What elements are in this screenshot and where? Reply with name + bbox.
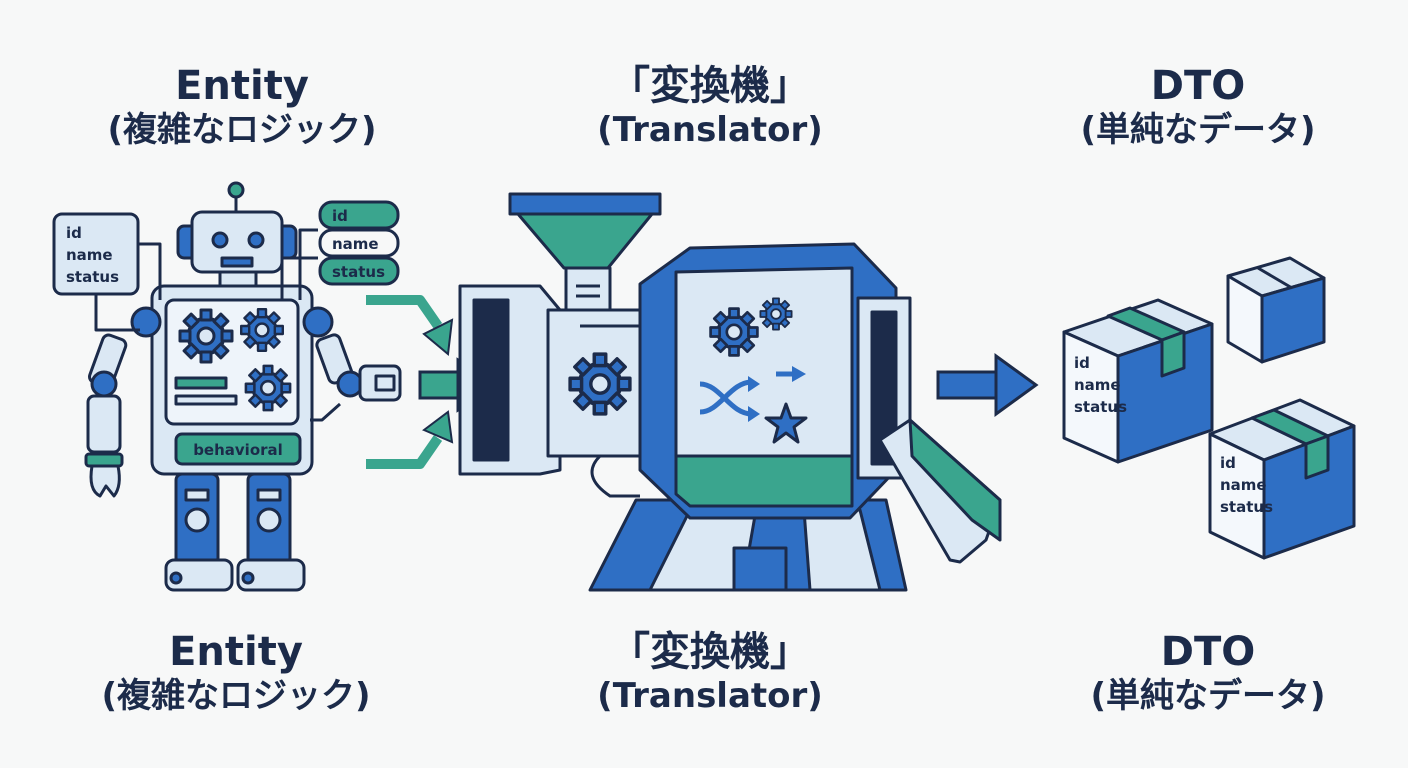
dto-box-1: id name status [1062, 298, 1214, 464]
translator-title-top-line2: (Translator) [597, 110, 823, 150]
entity-title-bottom-line1: Entity [169, 629, 303, 675]
dto-title-bottom-line2: (単純なデータ) [1090, 676, 1326, 716]
entity-card-field-1: name [66, 246, 113, 264]
dto-title-bottom: DTO (単純なデータ) [1028, 628, 1388, 717]
translator-machine-icon [458, 192, 1002, 592]
entity-title-top: Entity (複雑なロジック) [62, 62, 422, 151]
translator-title-top: 「変換機」 (Translator) [530, 62, 890, 151]
dto-title-top-line1: DTO [1150, 63, 1246, 109]
entity-card-field-2: status [66, 268, 119, 286]
entity-card-field-0: id [66, 224, 82, 242]
dto-title-top: DTO (単純なデータ) [1018, 62, 1378, 151]
entity-title-top-line1: Entity [175, 63, 309, 109]
robot-entity-icon [84, 181, 402, 592]
translator-title-top-line1: 「変換機」 [610, 63, 810, 109]
translator-title-bottom: 「変換機」 (Translator) [530, 628, 890, 717]
translator-title-bottom-line2: (Translator) [597, 676, 823, 716]
dto-box-1-field-2: status [1074, 398, 1127, 416]
entity-title-bottom-line2: (複雑なロジック) [101, 676, 371, 716]
dto-title-bottom-line1: DTO [1160, 629, 1256, 675]
entity-field-tags: id name status [318, 200, 400, 286]
dto-box-1-field-0: id [1074, 354, 1090, 372]
dto-box-3-field-0: id [1220, 454, 1236, 472]
dto-box-3: id name status [1208, 398, 1356, 560]
dto-box-1-field-1: name [1074, 376, 1121, 394]
entity-tag-field-0: id [332, 207, 348, 225]
dto-box-2 [1226, 256, 1326, 364]
dto-title-top-line2: (単純なデータ) [1080, 110, 1316, 150]
behavior-label: behavioral [193, 441, 283, 459]
entity-tag-field-2: status [332, 263, 385, 281]
dto-box-3-field-1: name [1220, 476, 1267, 494]
output-arrow [936, 353, 1039, 417]
entity-title-top-line2: (複雑なロジック) [107, 110, 377, 150]
translator-title-bottom-line1: 「変換機」 [610, 629, 810, 675]
dto-box-3-field-2: status [1220, 498, 1273, 516]
entity-tag-field-1: name [332, 235, 379, 253]
entity-field-card: id name status [52, 212, 140, 296]
entity-title-bottom: Entity (複雑なロジック) [56, 628, 416, 717]
